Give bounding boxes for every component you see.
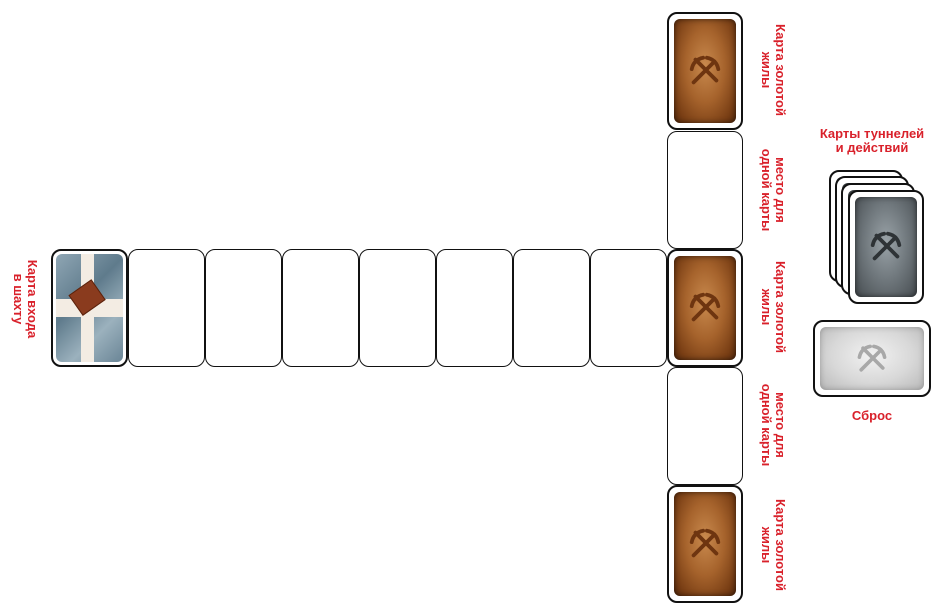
crossed-pickaxes-icon bbox=[686, 525, 724, 563]
crossed-pickaxes-icon bbox=[686, 289, 724, 327]
crossed-pickaxes-icon bbox=[686, 52, 724, 90]
gold-card-middle bbox=[667, 249, 743, 367]
tunnel-slot-1[interactable] bbox=[128, 249, 205, 367]
crossed-pickaxes-icon bbox=[854, 341, 890, 377]
single-card-slot-upper[interactable] bbox=[667, 131, 743, 249]
tunnel-slot-5[interactable] bbox=[436, 249, 513, 367]
tunnel-slot-2[interactable] bbox=[205, 249, 282, 367]
deck-card-top[interactable] bbox=[848, 190, 924, 304]
discard-label: Сброс bbox=[812, 409, 932, 423]
crossed-pickaxes-icon bbox=[867, 228, 905, 266]
discard-pile[interactable] bbox=[813, 320, 931, 397]
single-card-slot-lower[interactable] bbox=[667, 367, 743, 485]
gold-card-bottom bbox=[667, 485, 743, 603]
entry-card bbox=[51, 249, 128, 367]
tunnel-slot-7[interactable] bbox=[590, 249, 667, 367]
tunnel-slot-6[interactable] bbox=[513, 249, 590, 367]
tunnel-slot-4[interactable] bbox=[359, 249, 436, 367]
gold-card-top bbox=[667, 12, 743, 130]
tunnel-slot-3[interactable] bbox=[282, 249, 359, 367]
